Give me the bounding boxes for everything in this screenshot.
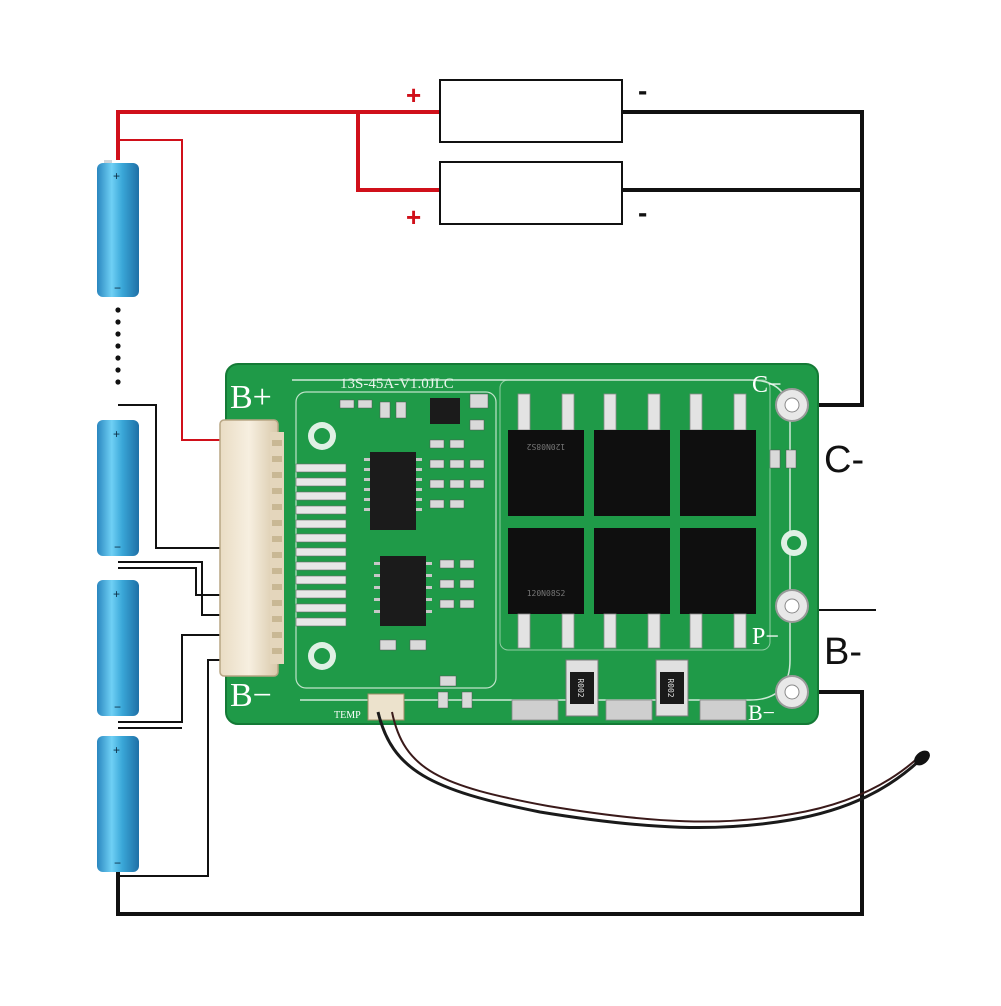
cell-plus-mark: + — [113, 587, 120, 601]
mounting-holes — [308, 422, 807, 670]
smd-components — [339, 393, 797, 709]
mosfet-top-marking: 120N08S2 — [527, 442, 566, 451]
temp-label: TEMP — [334, 710, 361, 721]
balance-connector — [219, 419, 284, 677]
battery-cell-3: + − — [97, 580, 139, 716]
board-model-label: 13S-45A-V1.0JLC — [340, 376, 454, 392]
cell-plus-mark: + — [113, 169, 120, 183]
load-return-wire — [622, 110, 864, 407]
series-dots — [115, 307, 121, 385]
terminal-c-minus: C- — [824, 439, 864, 481]
bms-pcb: 120N08S2 120N08S2 R002 R002 — [219, 363, 819, 725]
red-sense-wire — [118, 139, 222, 441]
terminal-b-minus: B- — [824, 631, 862, 673]
cell-plus-mark: + — [113, 743, 120, 757]
thermistor-probe — [914, 750, 930, 766]
negative-wires — [116, 110, 864, 916]
cell-minus-mark: − — [114, 856, 121, 870]
positive-wires — [116, 110, 440, 192]
shunt-resistors: R002 R002 — [511, 659, 747, 721]
temp-connector — [367, 693, 405, 721]
mosfets-bottom-row: 120N08S2 — [508, 528, 756, 649]
cell-plus-mark: + — [113, 427, 120, 441]
pad-c-minus-label: C− — [752, 372, 782, 398]
mosfet-bottom-marking: 120N08S2 — [527, 589, 566, 598]
load-bottom-minus: - — [638, 197, 647, 228]
shunt-label-1: R002 — [576, 678, 585, 697]
load-top-plus: + — [406, 80, 421, 110]
balance-wires — [118, 404, 222, 877]
cell-minus-mark: − — [114, 540, 121, 554]
cell-minus-mark: − — [114, 700, 121, 714]
b-minus-main-wire — [116, 690, 864, 916]
red-wire-main — [116, 110, 440, 160]
shunt-label-2: R002 — [666, 678, 675, 697]
thermistor-lead-2 — [391, 711, 921, 823]
thermistor-lead — [376, 711, 922, 830]
battery-cell-1: + − — [97, 160, 139, 297]
red-wire-branch — [356, 112, 440, 192]
pad-b-minus-label: B− — [230, 677, 272, 714]
load-bottom-plus: + — [406, 202, 421, 232]
battery-cell-4: + − — [97, 736, 139, 872]
resistor-array — [295, 463, 347, 627]
control-ics — [364, 398, 460, 626]
cell-minus-mark: − — [114, 281, 121, 295]
mosfets-top-row: 120N08S2 — [508, 393, 756, 516]
load-top-minus: - — [638, 75, 647, 106]
load-bottom: + - — [406, 161, 647, 232]
battery-cell-2: + − — [97, 420, 139, 556]
pad-b-minus-right-label: B− — [748, 700, 775, 725]
pad-b-plus-label: B+ — [230, 379, 272, 416]
load-top: + - — [406, 75, 647, 143]
output-pads — [775, 388, 809, 709]
pad-p-minus-label: P− — [752, 624, 779, 650]
